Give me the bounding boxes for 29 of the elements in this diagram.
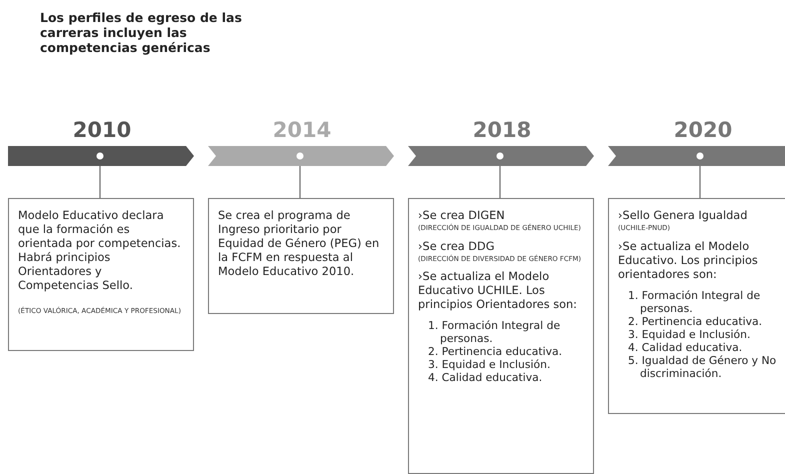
event-text: ›Sello Genera Igualdad	[618, 209, 748, 223]
list-item: 2. Pertinencia educativa.	[627, 314, 764, 328]
event-text: Se crea el programa de Ingreso prioritario por Equidad de Género (PEG) en la FCFM en respuesta al Modelo Educativo 2010.	[218, 209, 380, 279]
connector-line	[499, 166, 501, 198]
year-label: 2014	[272, 118, 332, 142]
list-item: 3. Equidad e Inclusión.	[427, 358, 552, 371]
connector-line	[299, 166, 301, 198]
event-text: Modelo Educativo declara que la formación es orientada por competencias. Habrá principios Orientadores y Competencias Sello.	[18, 209, 182, 293]
event-text: ›Se crea DDG	[418, 240, 496, 254]
list-item: 3. Equidad e Inclusión.	[627, 328, 752, 340]
list-item: 1. Formación Integral de personas.	[427, 319, 562, 345]
event-card	[8, 198, 194, 351]
connector-line	[699, 166, 701, 198]
event-card	[208, 198, 394, 314]
list-item: 4. Calidad educativa.	[627, 340, 744, 354]
title: Los perfiles de egreso de las carreras incluyen las competencias genéricas	[40, 10, 243, 55]
event-text: ›Se actualiza el Modelo Educativo UCHILE. Los principios Orientadores son:	[418, 270, 578, 312]
year-label: 2018	[472, 118, 532, 142]
list-item: 2. Pertinencia educativa.	[427, 345, 564, 358]
list-item: 4. Calidad educativa.	[427, 371, 544, 384]
year-label: 2010	[72, 118, 132, 142]
connector-line	[99, 166, 101, 198]
event-text: ›Se crea DIGEN	[418, 209, 506, 223]
event-card	[608, 198, 785, 414]
list-item: 5. Igualdad de Género y No discriminación.	[627, 354, 778, 380]
event-card	[408, 198, 594, 474]
event-text: ›Se actualiza el Modelo Educativo. Los principios orientadores son:	[618, 240, 759, 282]
list-item: 1. Formación Integral de personas.	[627, 288, 762, 314]
year-label: 2020	[672, 118, 734, 142]
